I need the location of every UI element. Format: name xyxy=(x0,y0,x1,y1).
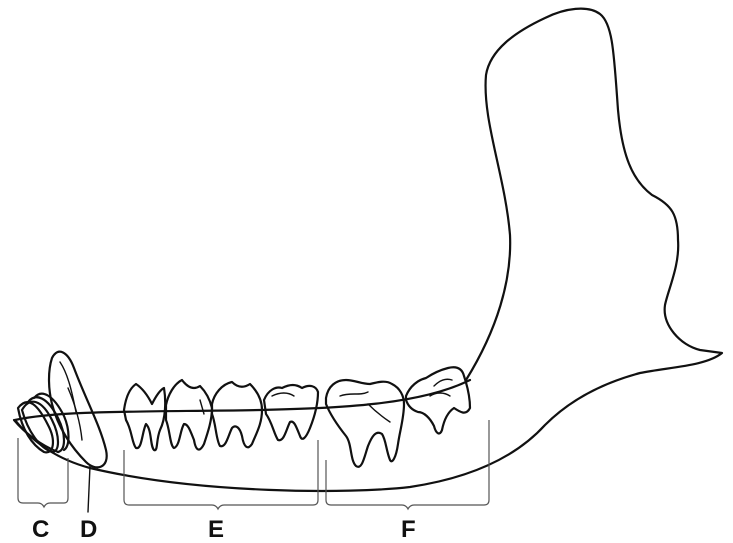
canine-tooth xyxy=(49,352,107,468)
incisor-teeth xyxy=(14,394,69,453)
label-c: C xyxy=(32,516,49,543)
label-e: E xyxy=(208,516,224,543)
label-f: F xyxy=(401,516,416,543)
label-d: D xyxy=(80,516,97,543)
bracket-c xyxy=(18,438,68,507)
molar-teeth xyxy=(326,367,470,467)
bracket-f xyxy=(326,420,489,509)
mandible-outline xyxy=(15,9,722,491)
canine-leader-line xyxy=(88,466,90,512)
premolar-teeth xyxy=(124,380,318,450)
